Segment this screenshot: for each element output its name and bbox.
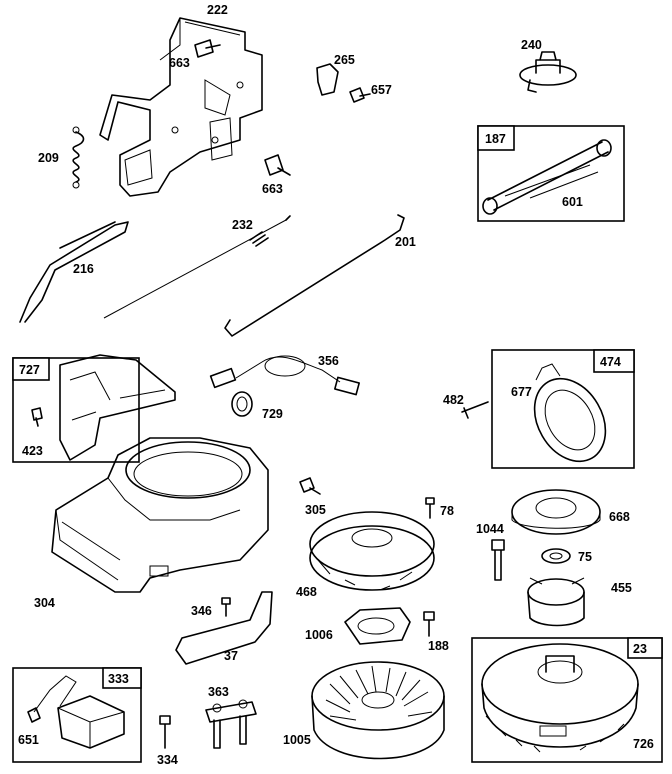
label-37: 37 bbox=[224, 649, 238, 663]
label-240: 240 bbox=[521, 38, 542, 52]
tab-187 bbox=[477, 125, 515, 151]
screw-423 bbox=[31, 407, 43, 427]
screw-305 bbox=[299, 477, 321, 495]
label-455: 455 bbox=[611, 581, 632, 595]
link-216 bbox=[19, 221, 129, 323]
screw-482 bbox=[461, 401, 489, 419]
alternator-474 bbox=[533, 363, 607, 463]
tab-474 bbox=[593, 349, 635, 373]
label-474: 474 bbox=[600, 355, 621, 369]
label-1006: 1006 bbox=[305, 628, 333, 642]
screw-657 bbox=[349, 87, 371, 103]
label-187: 187 bbox=[485, 132, 506, 146]
label-668: 668 bbox=[609, 510, 630, 524]
ground-wire-356 bbox=[209, 355, 360, 396]
clip-265 bbox=[316, 63, 339, 96]
washer-75 bbox=[541, 548, 571, 564]
primer-bulb-240 bbox=[519, 51, 577, 93]
label-346: 346 bbox=[191, 604, 212, 618]
spring-209 bbox=[72, 126, 85, 189]
throttle-link-201 bbox=[224, 214, 405, 337]
label-726: 726 bbox=[633, 737, 654, 751]
plate-1006 bbox=[344, 607, 411, 645]
screw-334 bbox=[159, 715, 171, 749]
blower-housing-304 bbox=[51, 437, 269, 593]
label-209: 209 bbox=[38, 151, 59, 165]
label-23: 23 bbox=[633, 642, 647, 656]
label-727: 727 bbox=[19, 363, 40, 377]
label-232: 232 bbox=[232, 218, 253, 232]
air-guide-727 bbox=[59, 354, 176, 461]
screw-663-top bbox=[194, 39, 221, 58]
screw-188 bbox=[423, 611, 435, 637]
label-333: 333 bbox=[108, 672, 129, 686]
box-23 bbox=[471, 637, 663, 763]
label-216: 216 bbox=[73, 262, 94, 276]
label-334: 334 bbox=[157, 753, 178, 767]
label-729: 729 bbox=[262, 407, 283, 421]
box-333 bbox=[12, 667, 142, 763]
tab-333 bbox=[102, 667, 142, 689]
flywheel-ring-23 bbox=[481, 643, 639, 753]
label-265: 265 bbox=[334, 53, 355, 67]
label-468: 468 bbox=[296, 585, 317, 599]
starter-cup-455 bbox=[527, 577, 585, 627]
label-75: 75 bbox=[578, 550, 592, 564]
screw-78 bbox=[425, 497, 435, 519]
label-657: 657 bbox=[371, 83, 392, 97]
label-222: 222 bbox=[207, 3, 228, 17]
fuel-line-601 bbox=[482, 139, 612, 215]
label-651: 651 bbox=[18, 733, 39, 747]
flywheel-1005 bbox=[311, 661, 445, 760]
stud-1044 bbox=[491, 539, 505, 581]
label-201: 201 bbox=[395, 235, 416, 249]
tab-727 bbox=[12, 357, 50, 381]
screw-346 bbox=[221, 597, 231, 617]
tab-23 bbox=[627, 637, 663, 659]
label-1005: 1005 bbox=[283, 733, 311, 747]
label-188: 188 bbox=[428, 639, 449, 653]
label-677: 677 bbox=[511, 385, 532, 399]
box-474 bbox=[491, 349, 635, 469]
label-601: 601 bbox=[562, 195, 583, 209]
baffle-37 bbox=[175, 591, 273, 665]
label-304: 304 bbox=[34, 596, 55, 610]
bracket-363 bbox=[205, 699, 257, 749]
label-363: 363 bbox=[208, 685, 229, 699]
label-423: 423 bbox=[22, 444, 43, 458]
label-305: 305 bbox=[305, 503, 326, 517]
flywheel-screen-468 bbox=[309, 511, 435, 591]
label-663-middle: 663 bbox=[262, 182, 283, 196]
box-727 bbox=[12, 357, 140, 463]
governor-link-232 bbox=[103, 215, 291, 319]
label-356: 356 bbox=[318, 354, 339, 368]
control-bracket-part bbox=[99, 17, 263, 197]
label-78: 78 bbox=[440, 504, 454, 518]
ignition-armature-333 bbox=[27, 675, 125, 749]
label-663-top: 663 bbox=[169, 56, 190, 70]
box-187 bbox=[477, 125, 625, 222]
cup-668 bbox=[511, 489, 601, 535]
label-1044: 1044 bbox=[476, 522, 504, 536]
grommet-729 bbox=[231, 391, 253, 417]
screw-663-middle bbox=[264, 154, 291, 176]
label-482: 482 bbox=[443, 393, 464, 407]
